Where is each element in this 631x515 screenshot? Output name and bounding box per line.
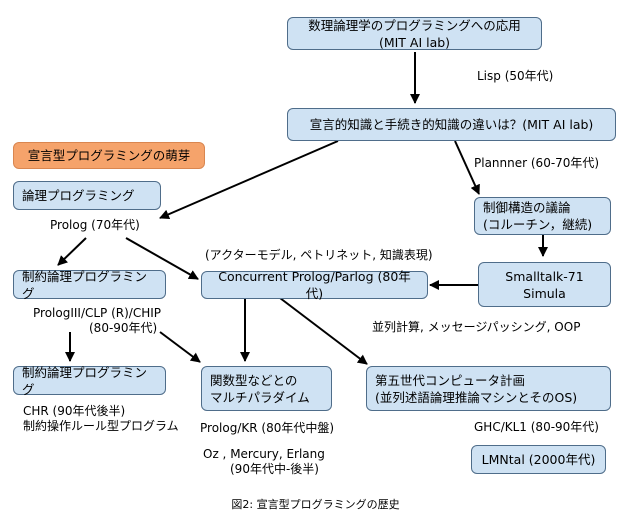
node-functional-multiparadigm: 関数型などとの マルチパラダイム	[201, 366, 332, 411]
node-lmntal: LMNtal (2000年代)	[471, 445, 606, 474]
arrow-prolog3-to-functional	[159, 331, 201, 363]
label-actor-petri: (アクターモデル, ペトリネット, 知識表現)	[205, 248, 433, 262]
label-prolog3-line2: (80-90年代)	[89, 321, 158, 335]
node-fifth-generation: 第五世代コンピュータ計画 (並列述語論理推論マシンとそのOS)	[366, 366, 611, 411]
label-prolog-kr: Prolog/KR (80年代中盤)	[200, 421, 335, 435]
node-smalltalk-simula: Smalltalk-71 Simula	[478, 262, 611, 307]
label-chr: CHR (90年代後半) 制約操作ルール型プログラム	[23, 404, 179, 434]
node-smalltalk-simula-text: Smalltalk-71 Simula	[505, 268, 584, 301]
node-constraint-logic-1: 制約論理プログラミング	[13, 268, 166, 301]
node-constraint-logic-2-text: 制約論理プログラミング	[22, 364, 148, 397]
node-control-structure: 制御構造の議論 (コルーチン，継続)	[474, 197, 611, 235]
node-fifth-generation-line2: (並列述語論理推論マシンとそのOS)	[375, 389, 578, 405]
node-logic-programming-text: 論理プログラミング	[22, 188, 135, 203]
node-functional-multiparadigm-line1: 関数型などとの	[210, 372, 298, 388]
label-chr-line2: 制約操作ルール型プログラム	[23, 419, 179, 433]
label-prolog3: PrologIII/CLP (R)/CHIP (80-90年代)	[33, 306, 161, 336]
node-constraint-logic-1-text: 制約論理プログラミング	[22, 268, 148, 301]
node-concurrent-prolog-text: Concurrent Prolog/Parlog (80年代)	[218, 269, 411, 301]
node-fifth-generation-line1: 第五世代コンピュータ計画	[375, 372, 526, 388]
node-control-structure-line2: (コルーチン，継続)	[483, 217, 593, 232]
label-lisp: Lisp (50年代)	[477, 69, 554, 83]
node-declarative-vs-procedural-text: 宣言的知識と手続き的知識の違いは？(MIT AI lab)	[309, 117, 594, 132]
node-declarative-programming-origin: 宣言型プログラミングの萌芽	[13, 142, 205, 169]
node-declarative-programming-origin-text: 宣言型プログラミングの萌芽	[27, 148, 191, 163]
label-prolog3-line1: PrologIII/CLP (R)/CHIP	[33, 306, 162, 320]
label-chr-line1: CHR (90年代後半)	[23, 404, 126, 418]
label-planner: Plannner (60-70年代)	[474, 156, 600, 170]
node-lmntal-text: LMNtal (2000年代)	[481, 452, 596, 467]
arrow-prolog-to-concurrent	[125, 237, 199, 280]
node-functional-multiparadigm-line2: マルチパラダイム	[210, 389, 310, 405]
label-oz-line1: Oz , Mercury, Erlang	[203, 447, 325, 461]
arrow-prolog-to-constraint1	[57, 237, 87, 266]
node-control-structure-line1: 制御構造の議論	[483, 200, 571, 215]
arrow-declarative-to-logic	[159, 140, 339, 220]
label-oz-mercury-erlang: Oz , Mercury, Erlang (90年代中-後半)	[203, 447, 325, 477]
label-concurrency-oop: 並列計算, メッセージパッシング, OOP	[372, 320, 581, 334]
node-constraint-logic-2: 制約論理プログラミング	[13, 364, 166, 397]
label-ghc-kl1: GHC/KL1 (80-90年代)	[474, 420, 599, 434]
node-declarative-vs-procedural: 宣言的知識と手続き的知識の違いは？(MIT AI lab)	[287, 108, 616, 141]
arrow-concurrent-to-fifthgen	[279, 297, 368, 365]
label-prolog: Prolog (70年代)	[50, 218, 140, 232]
label-oz-line2: (90年代中-後半)	[230, 462, 319, 476]
figure-caption: 図2: 宣言型プログラミングの歴史	[231, 498, 400, 511]
node-logic-programming: 論理プログラミング	[13, 181, 161, 210]
node-mit-ai-lab-text: 数理論理学のプログラミングへの応用 (MIT AI lab)	[308, 17, 521, 50]
node-concurrent-prolog: Concurrent Prolog/Parlog (80年代)	[201, 269, 428, 301]
arrow-declarative-to-control	[454, 140, 480, 195]
node-mit-ai-lab: 数理論理学のプログラミングへの応用 (MIT AI lab)	[287, 17, 542, 50]
